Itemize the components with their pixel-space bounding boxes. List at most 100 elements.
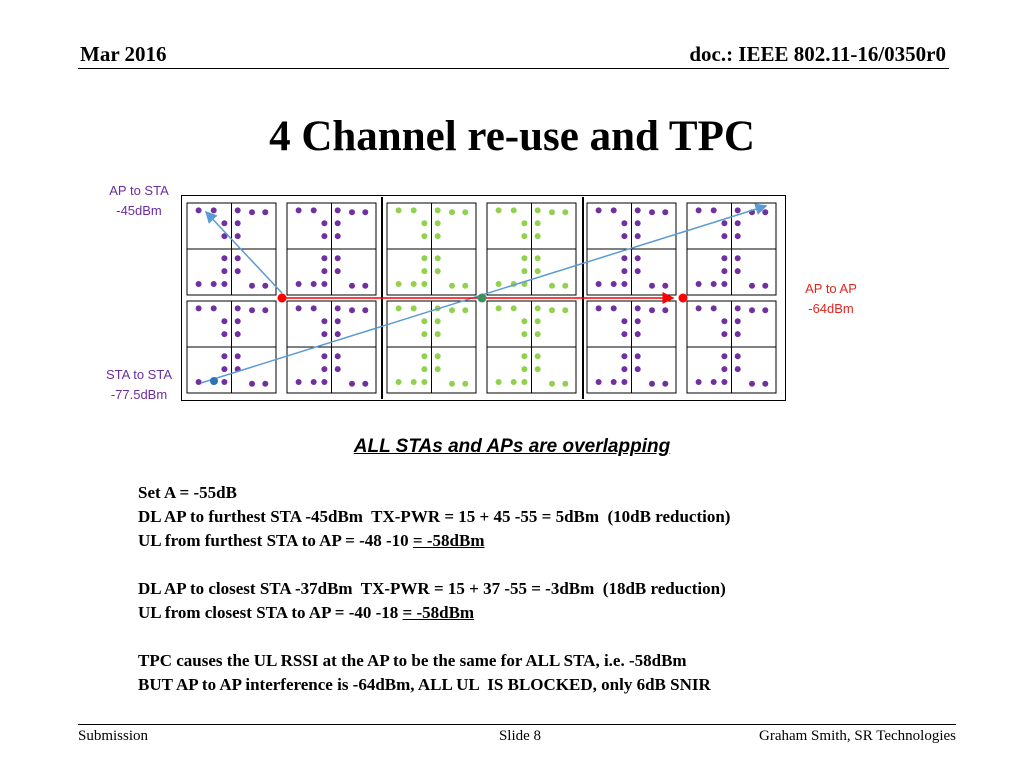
body-text: Set A = -55dB DL AP to furthest STA -45d… <box>138 481 730 697</box>
sta-dot <box>249 380 255 387</box>
sta-dot <box>234 255 241 262</box>
sta-dot <box>462 307 469 314</box>
sta-dot <box>234 207 241 214</box>
sta-dot <box>534 318 541 325</box>
body-line-5-text: UL from closest STA to AP = -40 -18 <box>138 603 403 622</box>
sta-dot <box>510 379 517 385</box>
sta-dot <box>721 220 728 227</box>
sta-dot <box>334 220 341 227</box>
sta-dot <box>221 366 228 373</box>
sta-dot <box>362 307 369 314</box>
sta-dot <box>621 220 628 227</box>
sta-dot <box>434 220 441 227</box>
sta-dot <box>610 379 617 385</box>
sta-dot <box>334 268 341 275</box>
sta-dot <box>721 233 728 240</box>
ap-to-ap-label: AP to AP -64dBm <box>788 279 874 319</box>
sta-dot <box>521 353 528 360</box>
sta-dot <box>562 209 569 216</box>
sta-dot <box>295 281 302 287</box>
sta-dot <box>249 307 255 314</box>
sta-dot <box>249 209 255 216</box>
sta-dot <box>734 331 741 338</box>
sta-dot <box>610 207 617 214</box>
sta-dot <box>521 255 528 262</box>
sta-dot <box>521 331 528 338</box>
sta-dot <box>610 305 617 312</box>
sta-dot <box>721 281 728 287</box>
sta-dot <box>262 282 269 289</box>
body-line-5-result: = -58dBm <box>402 603 475 622</box>
sta-dot <box>434 331 441 338</box>
sta-to-sta-label-line1: STA to STA <box>106 367 172 382</box>
sta-dot <box>662 282 669 289</box>
ap-to-sta-label: AP to STA -45dBm <box>96 181 182 221</box>
sta-dot <box>410 305 417 312</box>
ap-to-ap-label-line1: AP to AP <box>805 281 857 296</box>
sta-dot <box>495 207 502 214</box>
sta-dot <box>495 305 502 312</box>
sta-dot <box>521 220 528 227</box>
sta-dot <box>221 255 228 262</box>
sta-dot <box>662 209 669 216</box>
sta-dot <box>621 268 628 275</box>
sta-dot <box>610 281 617 287</box>
sta-dot <box>662 380 669 387</box>
sta-dot <box>234 233 241 240</box>
sta-dot <box>295 305 302 312</box>
sta-dot <box>295 379 302 385</box>
sta-dot <box>262 209 269 216</box>
sta-dot <box>434 366 441 373</box>
sta-dot <box>395 305 402 312</box>
body-line-1: Set A = -55dB <box>138 481 730 505</box>
sta-dot <box>721 268 728 275</box>
sta-dot <box>449 209 455 216</box>
footer-submission: Submission <box>78 728 149 744</box>
room-cell <box>486 300 577 394</box>
sta-dot <box>534 305 541 312</box>
sta-dot <box>262 307 269 314</box>
sta-dot <box>595 305 602 312</box>
sta-dot <box>621 366 628 373</box>
sta-dot <box>321 331 328 338</box>
sta-dot <box>395 281 402 287</box>
sta-dot <box>710 207 717 214</box>
sta-dot <box>595 281 602 287</box>
sta-dot <box>521 233 528 240</box>
sta-dot <box>534 268 541 275</box>
sta-dot <box>310 207 317 214</box>
sta-dot <box>721 331 728 338</box>
sta-dot <box>334 331 341 338</box>
ap-to-sta-label-line1: AP to STA <box>109 183 169 198</box>
sta-dot <box>310 305 317 312</box>
sta-dot <box>221 353 228 360</box>
sta-dot <box>334 318 341 325</box>
sta-dot <box>195 281 202 287</box>
sta-dot <box>334 255 341 262</box>
sta-dot <box>549 209 555 216</box>
sta-to-sta-label: STA to STA -77.5dBm <box>96 365 182 405</box>
sta-dot <box>421 268 428 275</box>
room-cell <box>286 300 377 394</box>
sta-dot <box>221 331 228 338</box>
footer-author: Graham Smith, SR Technologies <box>759 728 956 744</box>
sta-dot <box>521 318 528 325</box>
sta-dot <box>749 282 755 289</box>
room-cell <box>686 300 777 394</box>
body-line-5: UL from closest STA to AP = -40 -18 = -5… <box>138 601 730 625</box>
sta-dot <box>634 255 641 262</box>
sta-dot <box>421 353 428 360</box>
sta-dot <box>295 207 302 214</box>
sta-dot <box>321 318 328 325</box>
sta-dot <box>421 281 428 287</box>
sta-dot <box>662 307 669 314</box>
sta-dot <box>434 318 441 325</box>
sta-dot <box>762 209 769 216</box>
sta-dot <box>634 366 641 373</box>
sta-highlight <box>210 377 218 385</box>
ap-to-sta-arrow <box>204 210 283 294</box>
sta-dot <box>695 379 702 385</box>
sta-dot <box>521 379 528 385</box>
sta-dot <box>434 255 441 262</box>
sta-dot <box>734 233 741 240</box>
